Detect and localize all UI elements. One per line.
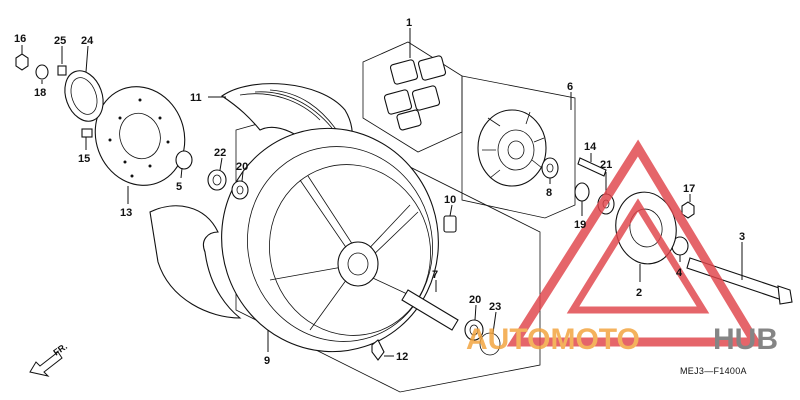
callout-1: 1	[406, 17, 412, 29]
callout-22: 22	[214, 147, 226, 159]
watermark-triangle-outer	[506, 139, 763, 347]
watermark-triangle-inner	[566, 198, 710, 314]
callout-numbers: 1 2 3 4 5 6 7 8 9 10 11 12 13 14 15 16 1…	[14, 17, 745, 367]
leader-lines	[21, 28, 743, 357]
front-arrow-icon	[29, 351, 63, 377]
watermark-text-hub: HUB	[713, 323, 778, 356]
callout-12: 12	[396, 351, 408, 363]
callout-21: 21	[600, 159, 612, 171]
callout-24: 24	[81, 35, 94, 47]
callout-8: 8	[546, 187, 552, 199]
callout-13: 13	[120, 207, 132, 219]
watermark-text-automoto: AUTOMOTO	[466, 323, 640, 356]
pulser-ring	[64, 70, 104, 122]
callout-19: 19	[574, 219, 586, 231]
damper-rubbers	[383, 55, 447, 131]
diagram-code: MEJ3—F1400A	[680, 366, 747, 376]
callout-2: 2	[636, 287, 642, 299]
callout-15: 15	[78, 153, 90, 165]
callout-20-lower: 20	[469, 294, 481, 306]
tire-lower	[149, 205, 242, 319]
callout-9: 9	[264, 355, 270, 367]
callout-25: 25	[54, 35, 66, 47]
callout-20-upper: 20	[236, 161, 248, 173]
driven-flange	[477, 109, 547, 187]
watermark: AUTOMOTO HUB	[466, 139, 778, 356]
callout-3: 3	[739, 231, 745, 243]
callout-10: 10	[444, 194, 456, 206]
callout-16: 16	[14, 33, 26, 45]
callout-4: 4	[676, 267, 683, 279]
callout-14: 14	[584, 141, 597, 153]
callout-7: 7	[432, 269, 438, 281]
callout-11: 11	[190, 92, 202, 104]
wheel-rim	[221, 127, 439, 353]
callout-5: 5	[176, 181, 182, 193]
callout-6: 6	[567, 81, 573, 93]
callout-18: 18	[34, 87, 46, 99]
callout-23: 23	[489, 301, 501, 313]
brake-disc	[94, 86, 186, 186]
callout-17: 17	[683, 183, 695, 195]
front-direction: FR.	[29, 341, 69, 377]
